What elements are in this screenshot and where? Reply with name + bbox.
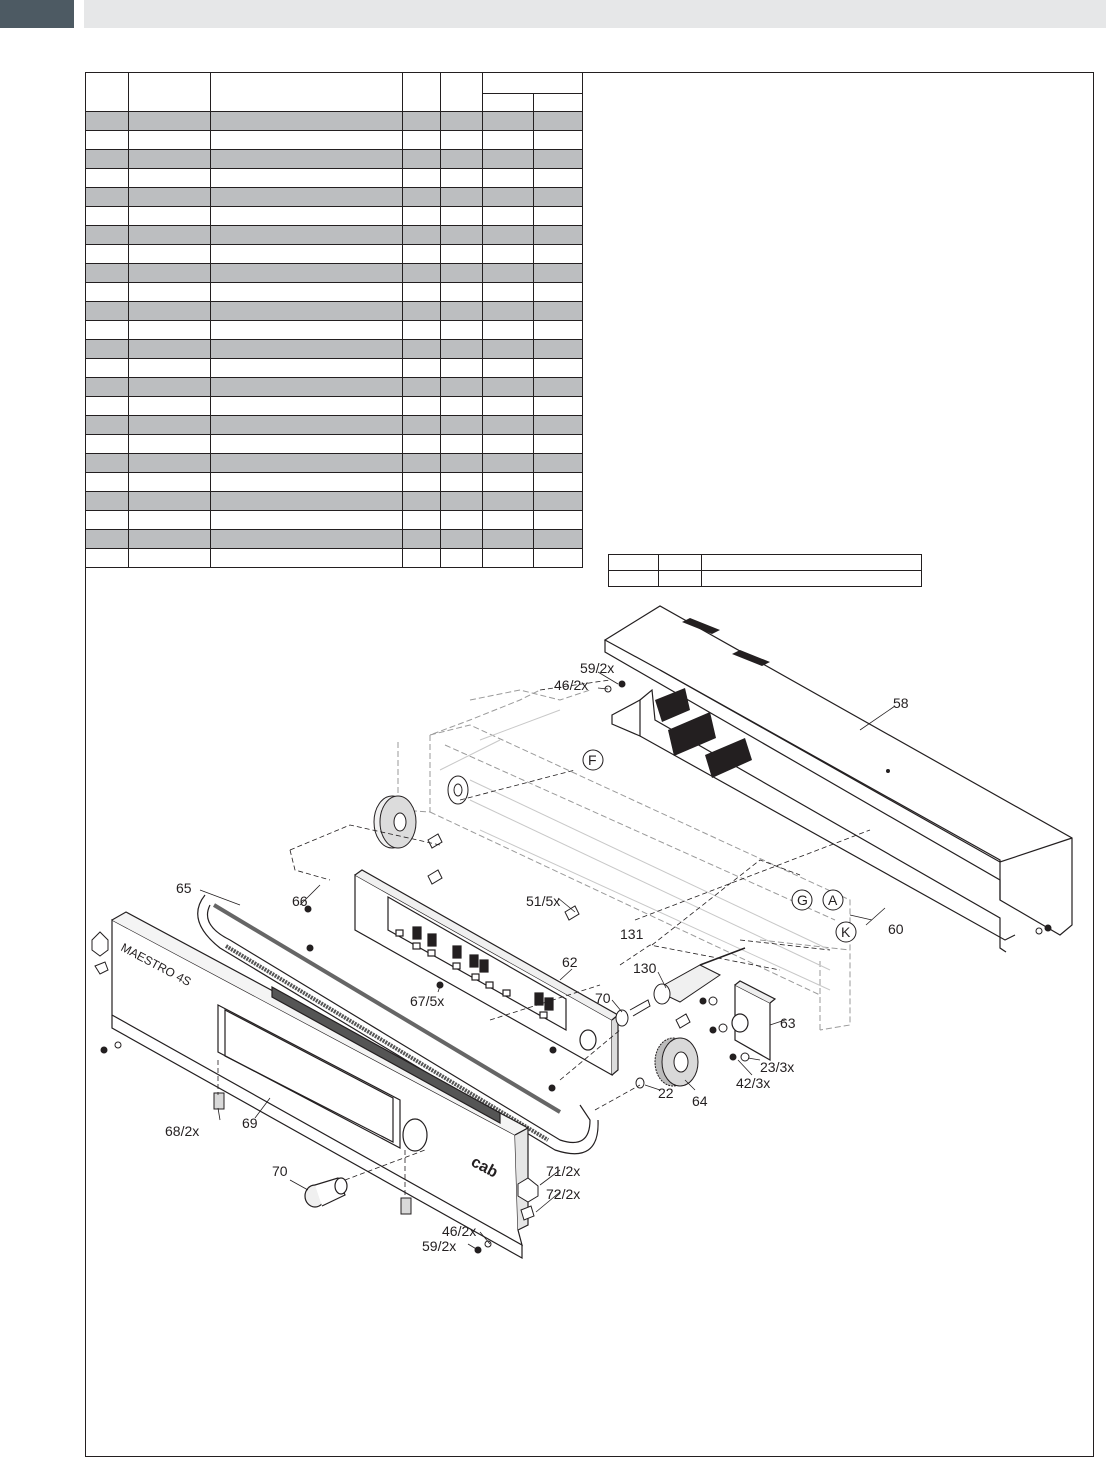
parts-table-row — [85, 149, 583, 169]
parts-table-row — [85, 472, 583, 492]
standoffs — [213, 1092, 412, 1215]
rear-bushing — [447, 775, 469, 805]
callout-70-left: 70 — [272, 1163, 288, 1179]
parts-table-row — [85, 491, 583, 511]
callout-65: 65 — [176, 880, 192, 896]
callout-62: 62 — [562, 954, 578, 970]
section-tab — [0, 0, 74, 28]
knob-left — [304, 1177, 348, 1208]
gear-wheel — [654, 1037, 699, 1087]
parts-table-row — [85, 453, 583, 473]
callout-66: 66 — [292, 893, 308, 909]
callout-K: K — [841, 924, 851, 940]
corner-cap-left — [91, 931, 109, 975]
parts-table-row — [85, 529, 583, 549]
callout-130: 130 — [633, 960, 657, 976]
parts-table-row — [85, 111, 583, 131]
projection-lines — [217, 679, 871, 1198]
parts-table-row — [85, 339, 583, 359]
small-table-row — [608, 570, 922, 587]
header-bar — [84, 0, 1106, 28]
callout-67: 67/5x — [410, 993, 444, 1009]
screws — [100, 680, 1052, 1254]
rear-pulley — [373, 795, 417, 849]
parts-table-row — [85, 187, 583, 207]
callout-59-top: 59/2x — [580, 660, 614, 676]
o-ring — [635, 1077, 645, 1089]
mounting-bracket — [731, 980, 777, 1062]
parts-table — [85, 72, 583, 568]
callout-A: A — [828, 892, 838, 908]
callout-22: 22 — [658, 1085, 674, 1101]
front-bezel — [111, 911, 530, 1260]
reference-circles — [582, 749, 857, 943]
parts-table-row — [85, 548, 583, 568]
callout-46-bottom: 46/2x — [442, 1223, 476, 1239]
parts-table-row — [85, 225, 583, 245]
parts-table-row — [85, 282, 583, 302]
callout-69: 69 — [242, 1115, 258, 1131]
parts-table-row — [85, 168, 583, 188]
callout-72: 72/2x — [546, 1186, 580, 1202]
col-header-pos — [85, 72, 129, 112]
callout-51: 51/5x — [526, 893, 560, 909]
callout-71: 71/2x — [546, 1163, 580, 1179]
callout-46-top: 46/2x — [554, 677, 588, 693]
parts-table-row — [85, 244, 583, 264]
top-cover — [603, 605, 1073, 953]
callout-60: 60 — [888, 921, 904, 937]
callout-F: F — [588, 752, 597, 768]
knob-right — [615, 999, 651, 1027]
small-table — [608, 554, 922, 587]
callout-70-right: 70 — [595, 990, 611, 1006]
corner-cap-right — [517, 1177, 539, 1221]
connector-assembly — [653, 947, 746, 1005]
callout-68: 68/2x — [165, 1123, 199, 1139]
callout-131: 131 — [620, 926, 644, 942]
callout-23: 23/3x — [760, 1059, 794, 1075]
callout-58: 58 — [893, 695, 909, 711]
parts-table-row — [85, 263, 583, 283]
callout-G: G — [797, 892, 808, 908]
callout-64: 64 — [692, 1093, 708, 1109]
col-header-unit — [440, 72, 483, 112]
parts-table-row — [85, 358, 583, 378]
parts-table-row — [85, 510, 583, 530]
parts-table-row — [85, 206, 583, 226]
callout-63: 63 — [780, 1015, 796, 1031]
callout-59-bottom: 59/2x — [422, 1238, 456, 1254]
frame-ghost-rails — [439, 709, 831, 991]
cover-vent-slots — [655, 618, 770, 778]
cover-hole — [886, 769, 890, 773]
spacer-bolts — [427, 833, 691, 1029]
parts-table-row — [85, 377, 583, 397]
control-panel — [354, 869, 620, 1077]
timing-belt — [197, 894, 599, 1155]
callout-42: 42/3x — [736, 1075, 770, 1091]
leader-lines — [199, 671, 896, 1251]
